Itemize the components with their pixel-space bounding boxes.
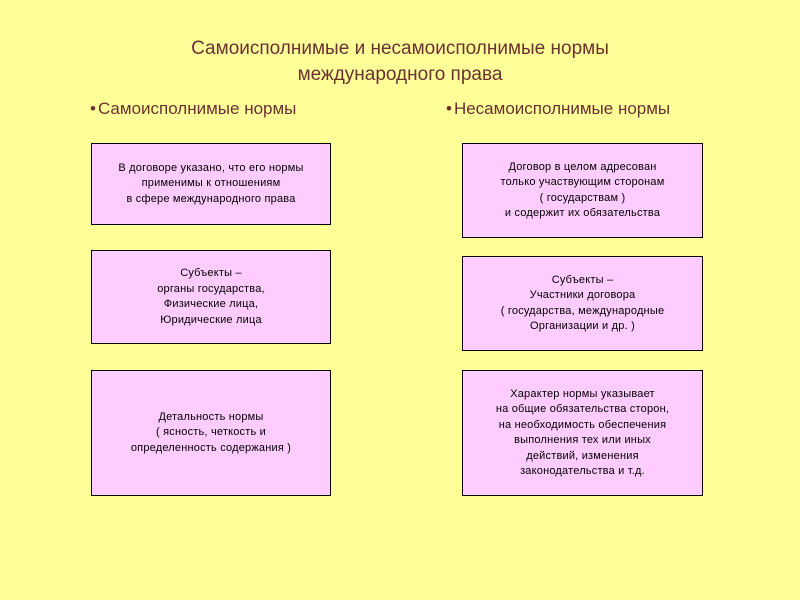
non-self-executing-heading-text: Несамоисполнимые нормы — [453, 99, 671, 118]
self-executing-heading-text: Самоисполнимые нормы — [97, 99, 297, 118]
bullet-icon: • — [446, 99, 452, 118]
box-line: Субъекты – — [180, 267, 242, 279]
box-line: Характер нормы указывает — [510, 387, 655, 400]
slide-title: Самоисполнимые и несамоисполнимые нормы … — [100, 36, 700, 88]
box-line: Организации и др. ) — [530, 320, 635, 332]
self-executing-box-subjects: Субъекты – органы государства, Физически… — [91, 250, 331, 344]
box-line: только участвующим сторонам — [500, 176, 665, 188]
box-line: на общие обязательства сторон, — [495, 403, 670, 415]
slide-title-line-1: Самоисполнимые и несамоисполнимые нормы — [191, 38, 609, 59]
box-line: в сфере международного права — [126, 192, 296, 205]
box-line: Субъекты – — [551, 273, 614, 286]
box-line: Договор в целом адресован — [508, 160, 657, 173]
box-line: ( ясность, четкость и — [156, 426, 266, 439]
slide-title-line-2: международного права — [297, 64, 503, 85]
box-line: Участники договора — [529, 289, 636, 301]
box-line: ( государствам ) — [539, 191, 626, 204]
box-line: определенность содержания ) — [130, 441, 292, 454]
box-line: Юридические лица — [160, 313, 262, 326]
box-line: применимы к отношениям — [141, 177, 281, 190]
box-line: и содержит их обязательства — [504, 207, 661, 219]
self-executing-heading: •Самоисполнимые нормы — [90, 98, 296, 120]
self-executing-box-treaty-scope: В договоре указано, что его нормы примен… — [91, 143, 331, 225]
self-executing-box-detail: Детальность нормы ( ясность, четкость и … — [91, 370, 331, 496]
box-line: В договоре указано, что его нормы — [118, 161, 304, 174]
non-self-executing-heading: •Несамоисполнимые нормы — [446, 98, 670, 120]
box-line: Физические лица, — [163, 298, 259, 310]
box-line: законодательства и т.д. — [520, 465, 645, 477]
box-line: органы государства, — [157, 282, 265, 295]
box-line: выполнения тех или иных — [514, 434, 651, 446]
non-self-executing-box-subjects: Субъекты – Участники договора ( государс… — [462, 256, 703, 351]
box-line: действий, изменения — [526, 449, 639, 462]
non-self-executing-box-treaty-scope: Договор в целом адресован только участву… — [462, 143, 703, 238]
box-line: ( государства, международные — [500, 304, 665, 317]
bullet-icon: • — [90, 99, 96, 118]
non-self-executing-box-character: Характер нормы указывает на общие обязат… — [462, 370, 703, 496]
box-line: на необходимость обеспечения — [498, 418, 667, 431]
box-line: Детальность нормы — [158, 410, 264, 423]
